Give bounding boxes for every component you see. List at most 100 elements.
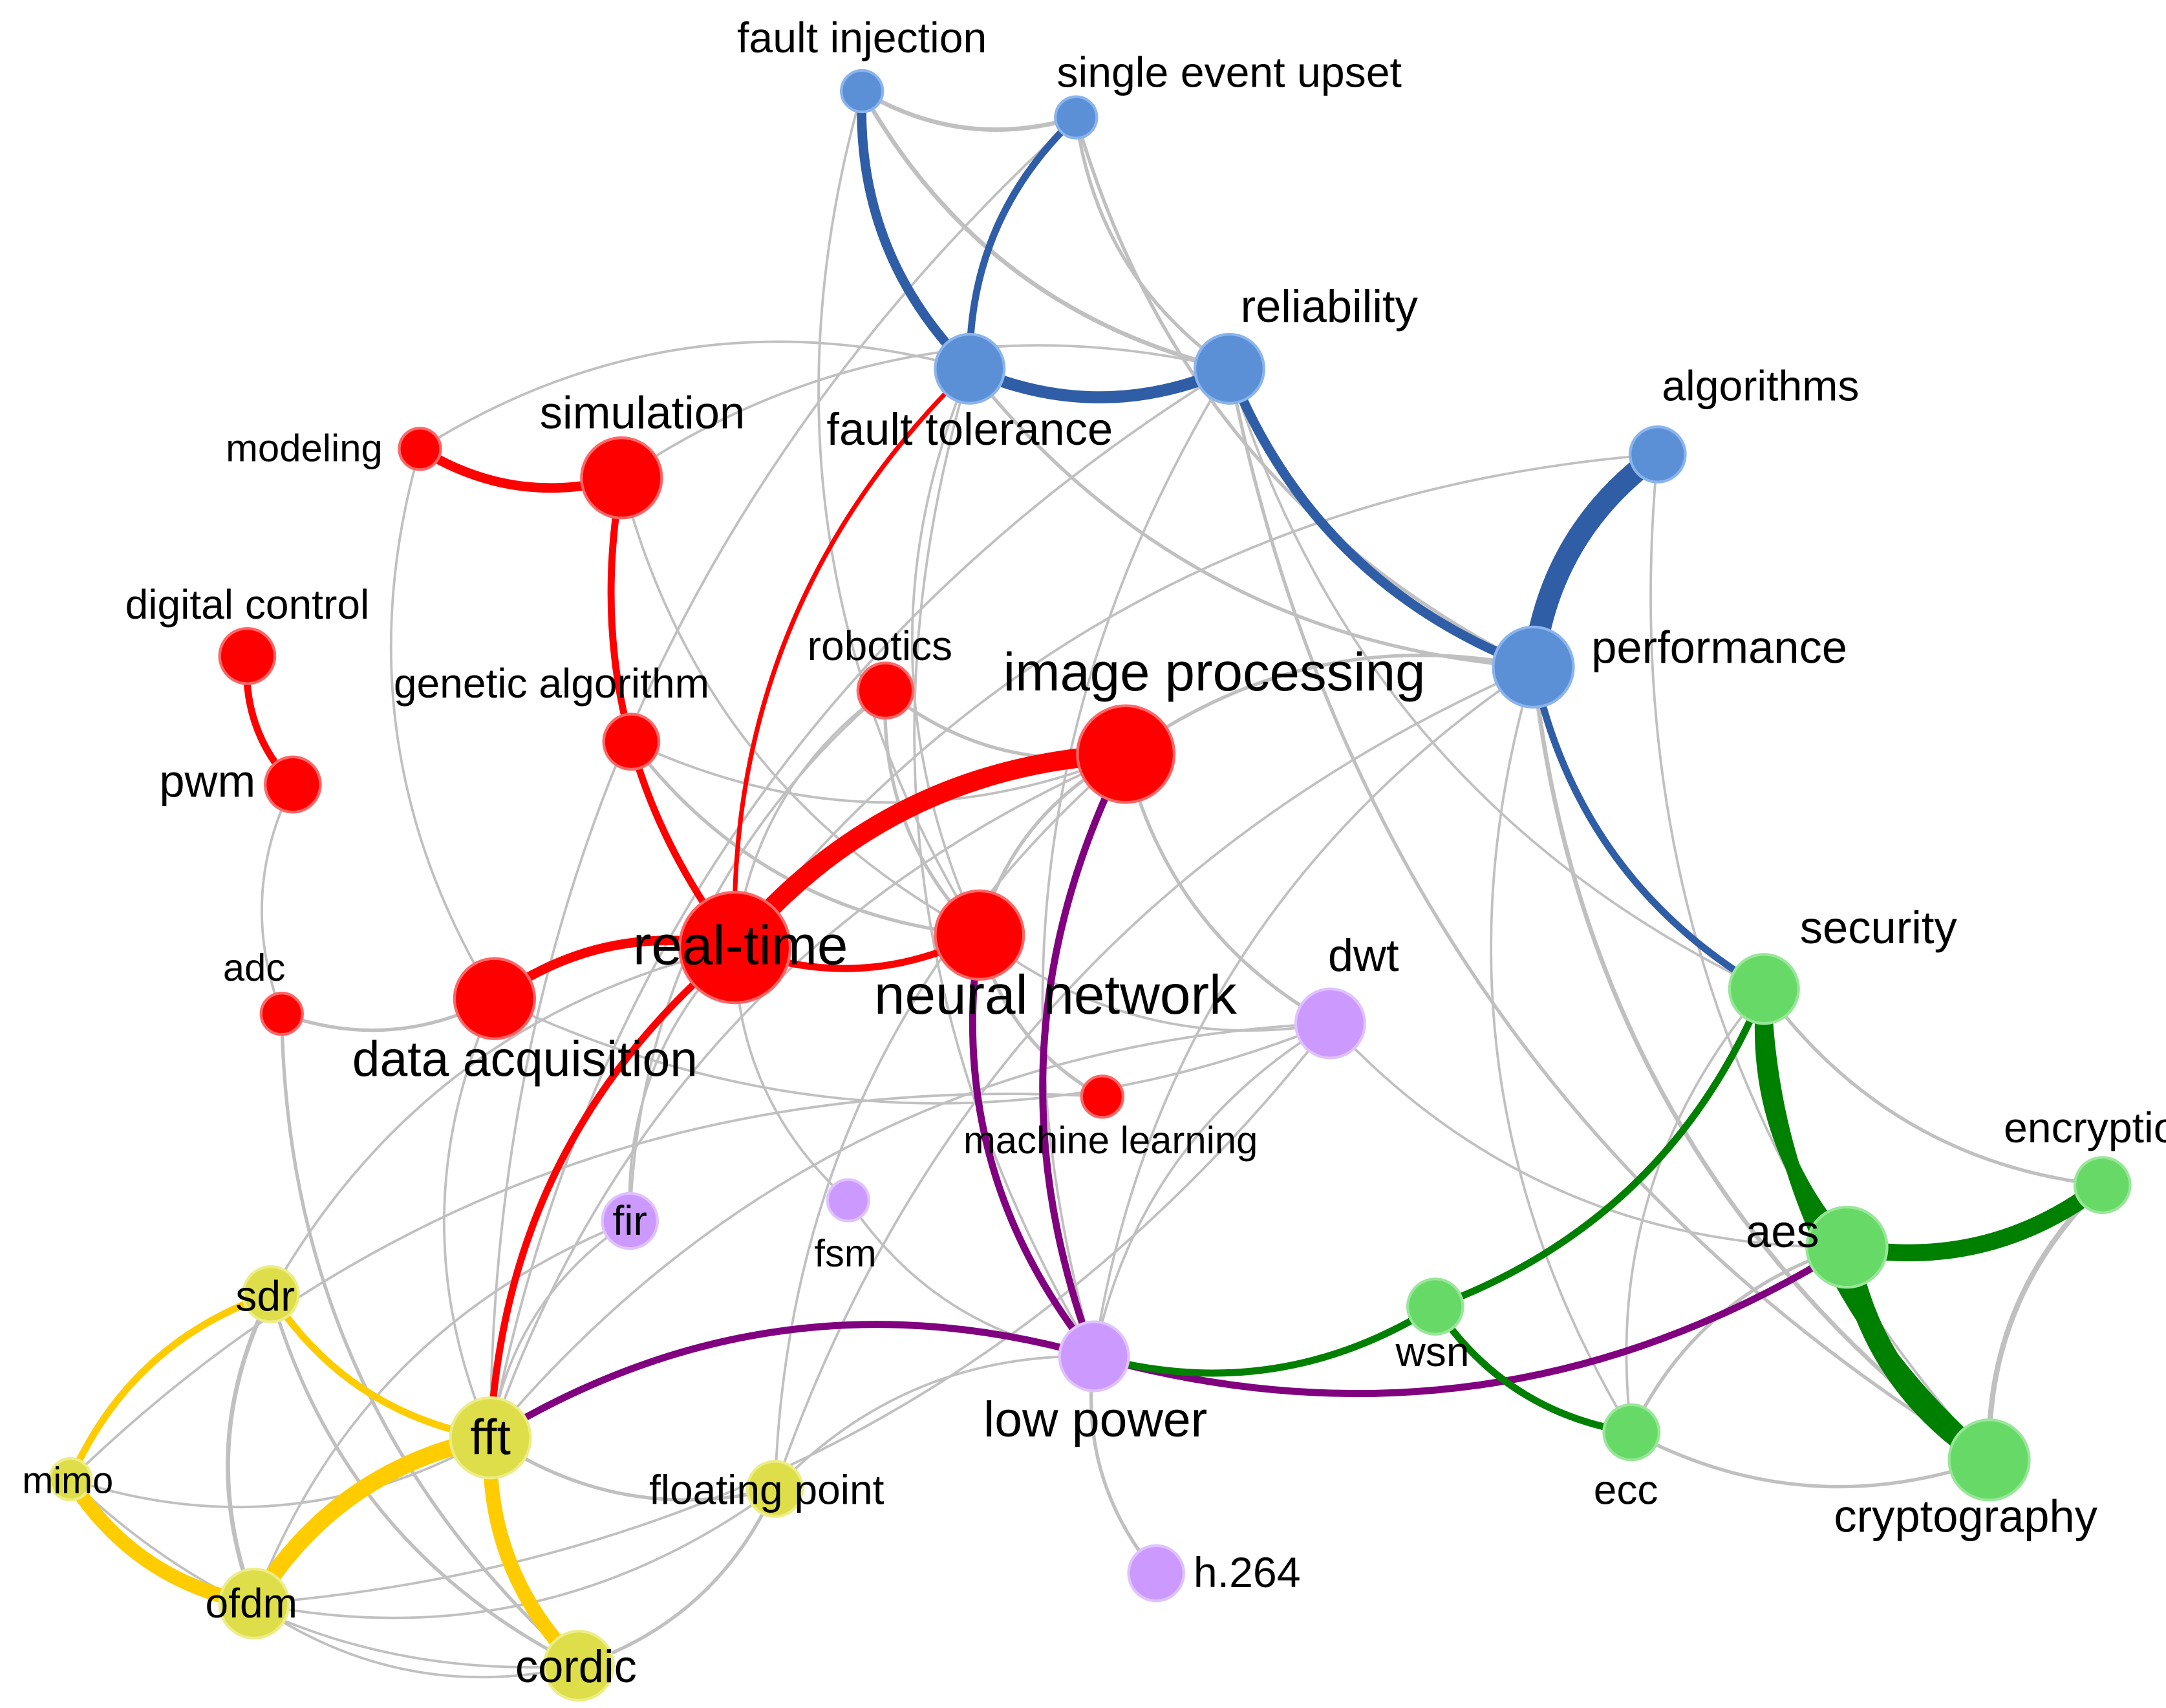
- label-mimo: mimo: [22, 1460, 113, 1502]
- edge-ofdm-dwt: [253, 1022, 1332, 1605]
- node-sdr[interactable]: [241, 1265, 300, 1323]
- node-pwm[interactable]: [264, 755, 322, 814]
- node-low-power[interactable]: [1058, 1320, 1130, 1393]
- node-fsm[interactable]: [826, 1178, 870, 1222]
- label-pwm: pwm: [159, 756, 255, 807]
- node-real-time[interactable]: [678, 890, 792, 1005]
- node-fault-tolerance[interactable]: [934, 332, 1006, 405]
- edge-image-processing-low-power: [1039, 751, 1130, 1360]
- edge-simulation-real-time: [607, 474, 739, 952]
- edge-pwm-adc: [261, 783, 294, 1016]
- node-reliability[interactable]: [1193, 332, 1266, 405]
- label-dwt: dwt: [1328, 930, 1399, 981]
- node-dwt[interactable]: [1294, 987, 1366, 1060]
- node-cryptography[interactable]: [1947, 1418, 2031, 1502]
- node-adc[interactable]: [259, 992, 304, 1036]
- edge-fault-tolerance-low-power: [913, 367, 1095, 1358]
- node-mimo[interactable]: [48, 1457, 93, 1502]
- edge-dwt-aes: [1329, 1022, 1849, 1249]
- grey-edges-layer: [69, 89, 2105, 1679]
- node-cordic[interactable]: [542, 1630, 615, 1702]
- node-robotics[interactable]: [856, 661, 915, 720]
- label-performance: performance: [1591, 622, 1847, 673]
- label-machine-learning: machine learning: [963, 1118, 1258, 1162]
- node-algorithms[interactable]: [1628, 425, 1687, 484]
- label-data-acquisition: data acquisition: [352, 1031, 698, 1087]
- edge-reliability-low-power: [1041, 367, 1231, 1358]
- edge-single-event-upset-fault-tolerance: [966, 114, 1080, 372]
- node-fault-injection[interactable]: [840, 69, 885, 114]
- nodes-layer: [48, 69, 2132, 1702]
- label-fault-injection: fault injection: [737, 14, 987, 62]
- node-aes[interactable]: [1805, 1206, 1889, 1289]
- label-neural-network: neural network: [874, 965, 1237, 1026]
- edge-fft-floating-point: [488, 1436, 777, 1502]
- label-cordic: cordic: [515, 1641, 637, 1692]
- label-ofdm: ofdm: [206, 1580, 298, 1627]
- edge-algorithms-real-time: [733, 453, 1659, 949]
- node-floating-point[interactable]: [745, 1460, 804, 1518]
- label-fault-tolerance: fault tolerance: [826, 403, 1113, 454]
- node-wsn[interactable]: [1406, 1277, 1464, 1336]
- edge-low-power-aes: [1090, 1243, 1850, 1398]
- label-wsn: wsn: [1395, 1329, 1470, 1375]
- label-encryption: encryption: [2004, 1104, 2166, 1152]
- edge-fault-tolerance-neural-network: [910, 367, 981, 937]
- node-security[interactable]: [1728, 953, 1800, 1025]
- label-modeling: modeling: [226, 427, 383, 470]
- edge-dwt-fft: [489, 1022, 1332, 1439]
- node-single-event-upset[interactable]: [1054, 95, 1099, 140]
- node-simulation[interactable]: [580, 436, 663, 520]
- node-ofdm[interactable]: [218, 1567, 290, 1640]
- label-digital-control: digital control: [125, 581, 370, 628]
- node-image-processing[interactable]: [1076, 704, 1176, 804]
- edge-mimo-cordic: [69, 1478, 581, 1669]
- node-digital-control[interactable]: [218, 626, 277, 685]
- edge-sdr-mimo: [67, 1290, 275, 1483]
- edge-ecc-cryptography: [1629, 1430, 1991, 1489]
- edge-adc-cordic: [280, 1012, 581, 1668]
- edge-dwt-low-power: [1093, 1022, 1332, 1358]
- label-adc: adc: [223, 946, 285, 989]
- edge-performance-ecc: [1490, 666, 1633, 1434]
- node-genetic-algorithm[interactable]: [602, 712, 661, 771]
- edge-sdr-cordic: [269, 1292, 581, 1668]
- node-fft[interactable]: [449, 1396, 532, 1480]
- label-algorithms: algorithms: [1662, 363, 1859, 411]
- label-floating-point: floating point: [649, 1467, 885, 1513]
- edge-performance-cryptography: [1531, 665, 1991, 1462]
- label-cryptography: cryptography: [1834, 1490, 2097, 1541]
- node-performance[interactable]: [1492, 625, 1575, 709]
- edge-low-power-wsn: [1090, 1303, 1439, 1377]
- edge-ofdm-cordic: [253, 1602, 581, 1679]
- edge-fault-injection-fault-tolerance: [857, 86, 975, 374]
- node-neural-network[interactable]: [934, 889, 1025, 981]
- edge-performance-image-processing: [1124, 653, 1536, 756]
- edge-fir-ofdm: [253, 1219, 632, 1605]
- node-data-acquisition[interactable]: [453, 957, 537, 1040]
- node-ecc[interactable]: [1602, 1403, 1661, 1462]
- label-simulation: simulation: [540, 387, 745, 438]
- node-encryption[interactable]: [2073, 1156, 2132, 1214]
- label-aes: aes: [1746, 1206, 1819, 1257]
- edge-neural-network-dwt: [978, 934, 1332, 1032]
- edge-real-time-sdr: [269, 946, 736, 1296]
- edge-genetic-algorithm-neural-network: [629, 740, 981, 937]
- edge-real-time-fft: [487, 944, 739, 1442]
- edge-low-power-fft: [487, 1321, 1098, 1442]
- node-machine-learning[interactable]: [1080, 1074, 1125, 1119]
- node-h264[interactable]: [1127, 1544, 1186, 1603]
- edge-performance-security: [1530, 663, 1768, 993]
- edge-image-processing-real-time: [725, 744, 1136, 957]
- label-fir: fir: [613, 1197, 647, 1244]
- label-security: security: [1800, 902, 1958, 953]
- label-single-event-upset: single event upset: [1056, 49, 1402, 97]
- node-fir[interactable]: [601, 1191, 659, 1250]
- edge-fault-tolerance-modeling: [418, 340, 971, 451]
- label-genetic-algorithm: genetic algorithm: [394, 660, 709, 707]
- edge-performance-low-power: [1093, 666, 1535, 1358]
- edge-wsn-security: [1431, 985, 1768, 1310]
- node-modeling[interactable]: [398, 427, 442, 471]
- edge-image-processing-dwt: [1124, 752, 1333, 1025]
- edge-genetic-algorithm-image-processing: [630, 740, 1128, 804]
